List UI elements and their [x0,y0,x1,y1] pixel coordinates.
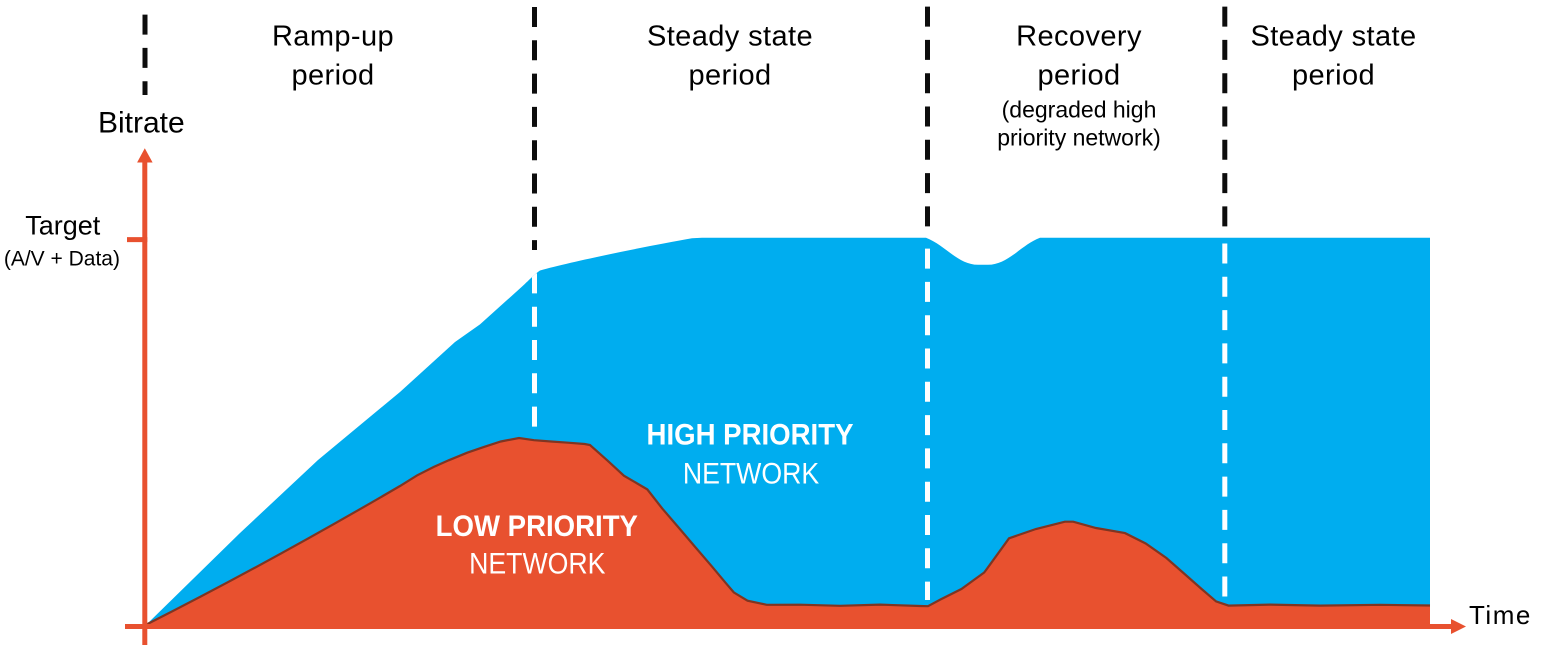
svg-text:HIGH PRIORITY: HIGH PRIORITY [647,418,854,451]
svg-text:Time: Time [1469,600,1532,630]
svg-text:(A/V + Data): (A/V + Data) [4,248,120,271]
svg-text:period: period [1292,60,1375,92]
svg-text:Bitrate: Bitrate [98,107,185,140]
svg-text:period: period [1037,60,1120,92]
svg-text:LOW PRIORITY: LOW PRIORITY [436,510,638,543]
svg-text:priority network): priority network) [997,124,1161,150]
svg-text:(degraded high: (degraded high [1002,96,1157,122]
svg-text:Ramp-up: Ramp-up [272,21,394,53]
svg-text:Target: Target [25,211,101,241]
svg-text:NETWORK: NETWORK [469,547,605,581]
svg-text:Steady state: Steady state [647,21,813,53]
svg-text:Recovery: Recovery [1016,21,1142,53]
svg-text:period: period [291,60,374,92]
svg-text:period: period [688,60,771,92]
svg-text:NETWORK: NETWORK [683,457,819,491]
svg-text:Steady state: Steady state [1250,21,1416,53]
